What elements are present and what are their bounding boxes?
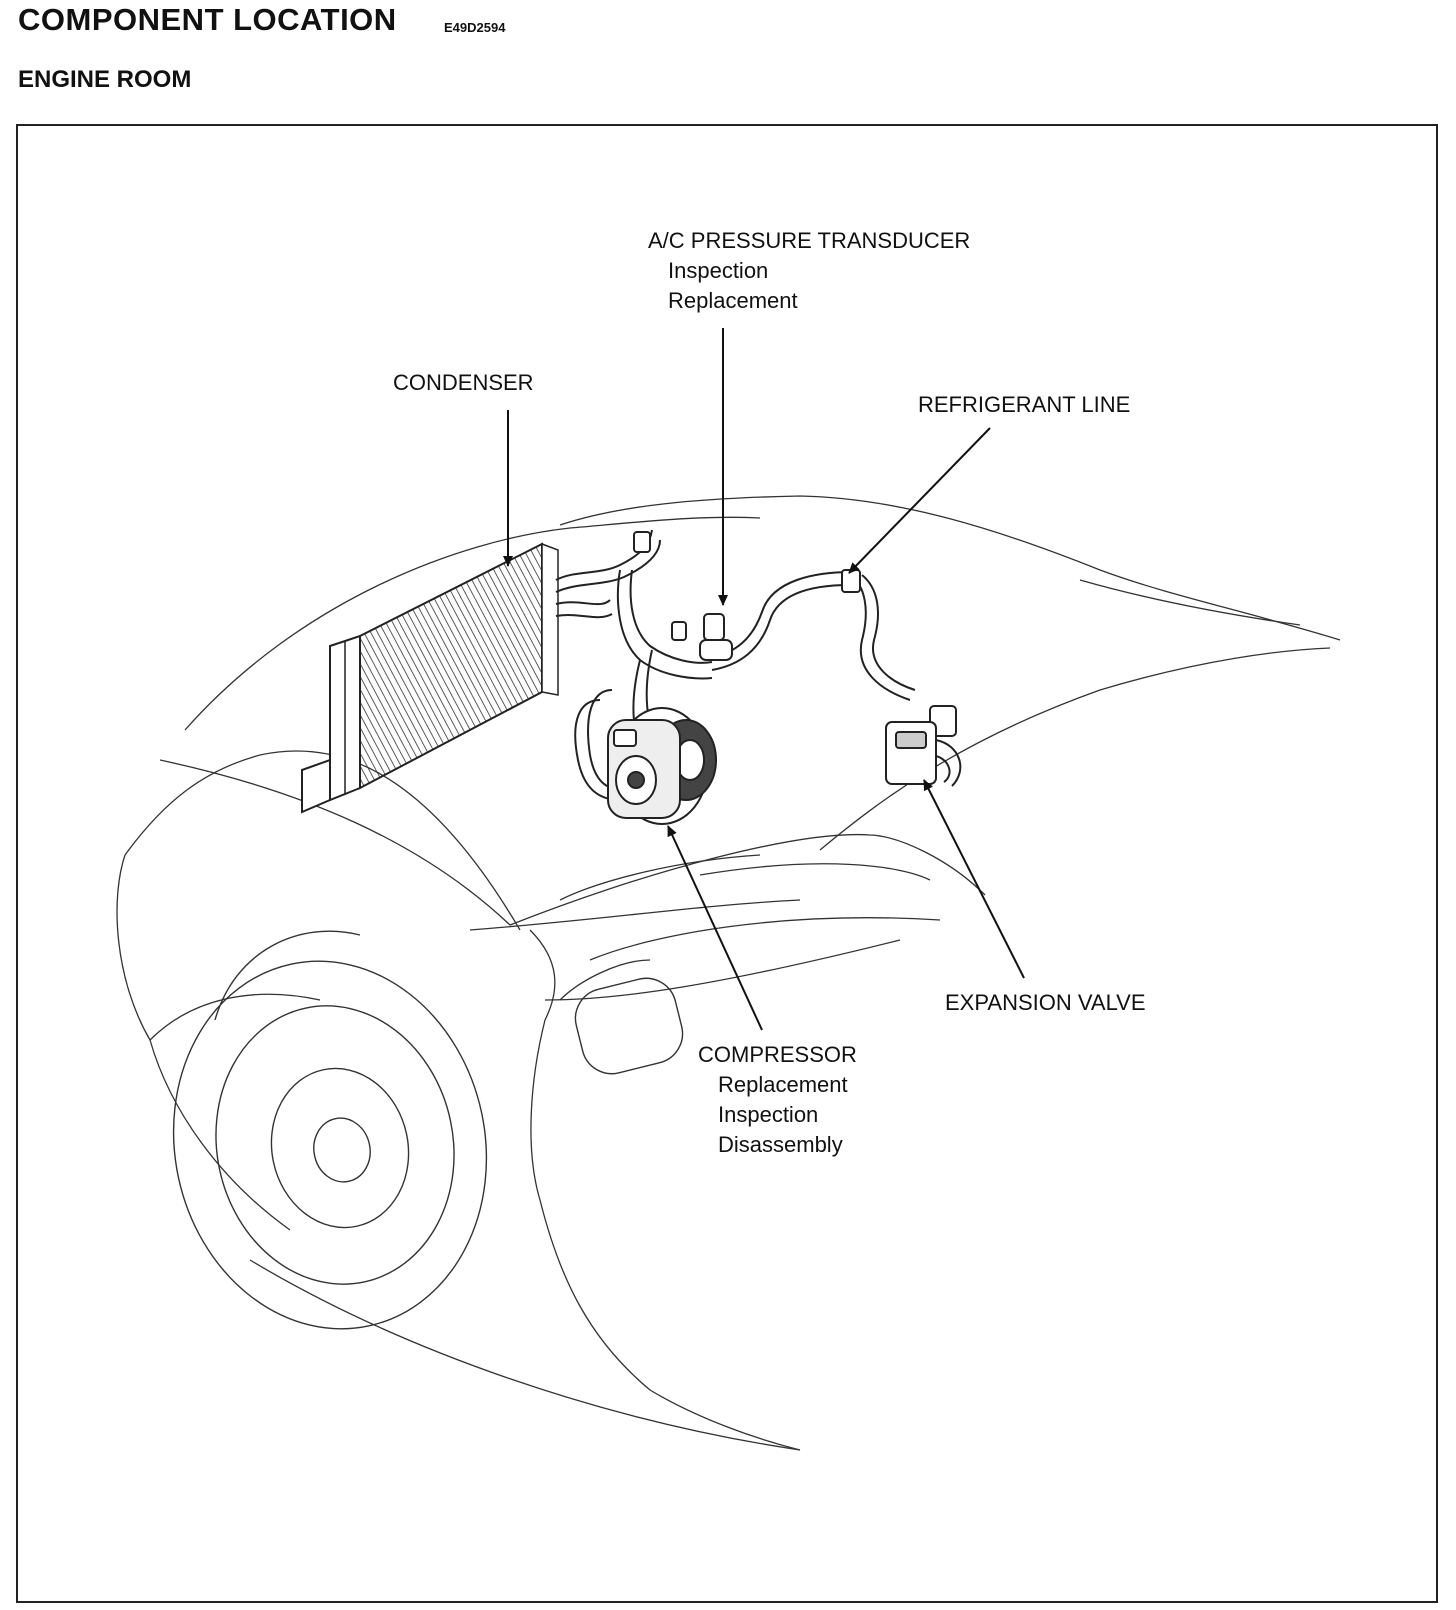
section-title: ENGINE ROOM xyxy=(18,66,192,93)
pressure-transducer-procedure-replacement: Replacement xyxy=(668,288,798,313)
expansion-valve-label: EXPANSION VALVE xyxy=(945,990,1146,1015)
refrigerant-line-label: REFRIGERANT LINE xyxy=(918,392,1131,417)
callout-arrows xyxy=(503,328,1025,1031)
compressor-name: COMPRESSOR xyxy=(698,1042,857,1067)
document-code: E49D2594 xyxy=(444,20,506,35)
pressure-transducer-name: A/C PRESSURE TRANSDUCER xyxy=(648,228,971,253)
page-title: COMPONENT LOCATION xyxy=(18,2,397,37)
compressor-icon xyxy=(607,707,717,825)
compressor-procedure-replacement: Replacement xyxy=(718,1072,848,1097)
compressor-procedure-inspection: Inspection xyxy=(718,1102,819,1127)
condenser-icon xyxy=(301,542,559,814)
pressure-transducer-procedure-inspection: Inspection xyxy=(668,258,769,283)
headlight-icon xyxy=(574,977,684,1075)
condenser-label: CONDENSER xyxy=(393,370,534,395)
refrigerant-line-callout-arrow xyxy=(848,427,991,574)
wheel-icon xyxy=(172,930,488,1330)
pressure-transducer-icon xyxy=(633,531,861,661)
expansion-valve-icon xyxy=(885,705,962,787)
diagram-frame xyxy=(16,124,1438,1603)
compressor-procedure-disassembly: Disassembly xyxy=(718,1132,843,1157)
compressor-label: COMPRESSOR Replacement Inspection Disass… xyxy=(698,1040,857,1160)
expansion-valve-callout-arrow xyxy=(923,779,1025,979)
compressor-callout-arrow xyxy=(667,825,763,1031)
pressure-transducer-label: A/C PRESSURE TRANSDUCER Inspection Repla… xyxy=(648,226,970,316)
car-body-outline-icon xyxy=(116,495,1341,1451)
refrigerant-line-icon xyxy=(555,529,916,801)
